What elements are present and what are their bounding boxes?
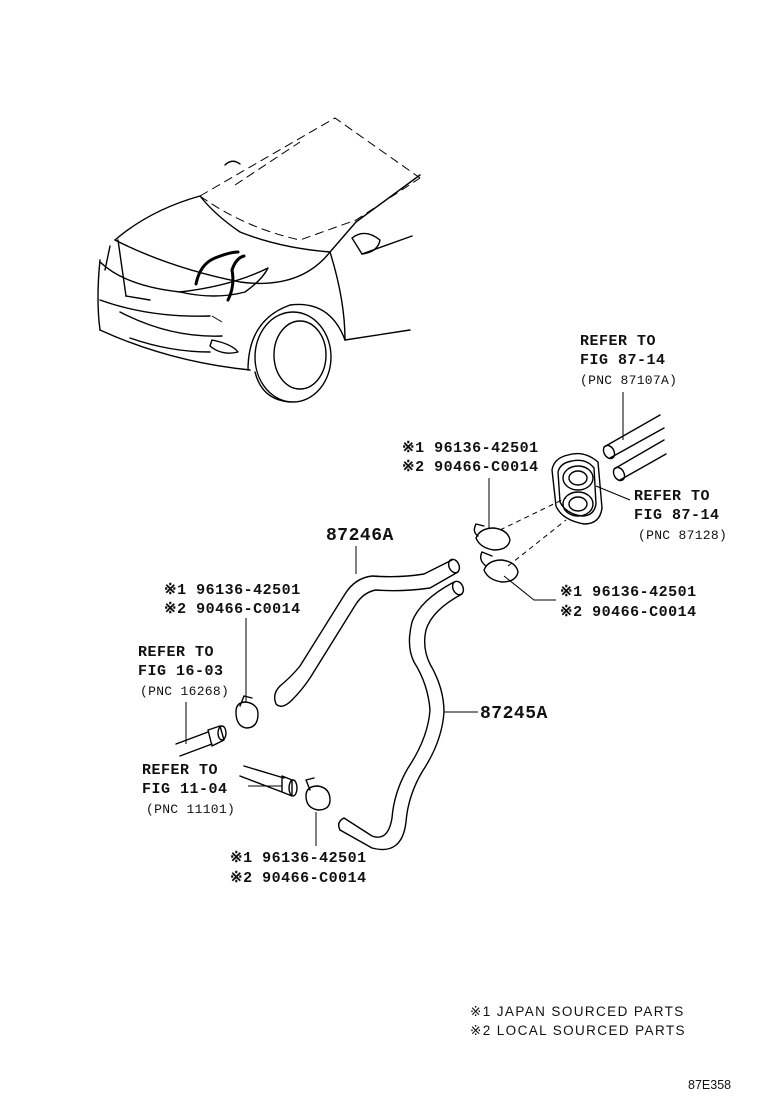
clamp-right: [479, 551, 519, 583]
car-front-illustration: [97, 117, 421, 403]
grommet: [499, 452, 603, 567]
hose-87245a: [337, 580, 465, 851]
heater-pipes-right: [602, 414, 667, 482]
legend-local-sourced: ※2 LOCAL SOURCED PARTS: [470, 1023, 686, 1038]
clamp-right-label-1: ※1 96136-42501: [560, 584, 697, 601]
clamp-top-label-1: ※1 96136-42501: [402, 440, 539, 457]
part-number-87246a: 87246A: [326, 526, 394, 546]
part-number-87245a: 87245A: [480, 704, 548, 724]
ref-fig-87-14-b-line1: REFER TO: [634, 488, 711, 505]
ref-fig-87-14-a-pnc: (PNC 87107A): [580, 373, 678, 388]
hose-87246a: [273, 558, 461, 707]
ref-fig-16-03-line1: REFER TO: [138, 644, 215, 661]
clamp-bottom-label-2: ※2 90466-C0014: [230, 870, 367, 887]
clamp-right-label-2: ※2 90466-C0014: [560, 604, 697, 621]
ref-fig-11-04-line1: REFER TO: [142, 762, 219, 779]
clamp-left-label-1: ※1 96136-42501: [164, 582, 301, 599]
leader-lines: [185, 392, 631, 846]
ref-fig-11-04-line2: FIG 11-04: [142, 781, 228, 798]
clamp-bottom: [305, 777, 331, 811]
legend-japan-sourced: ※1 JAPAN SOURCED PARTS: [470, 1004, 685, 1019]
ref-fig-87-14-a-line1: REFER TO: [580, 333, 657, 350]
ref-fig-11-04-pnc: (PNC 11101): [146, 802, 236, 817]
clamp-left: [235, 695, 259, 729]
ref-fig-87-14-a-line2: FIG 87-14: [580, 352, 666, 369]
illustration-code: 87E358: [688, 1078, 732, 1092]
clamp-left-label-2: ※2 90466-C0014: [164, 601, 301, 618]
ref-fig-87-14-b-line2: FIG 87-14: [634, 507, 720, 524]
ref-fig-16-03-pnc: (PNC 16268): [140, 684, 230, 699]
ref-fig-87-14-b-pnc: (PNC 87128): [638, 528, 728, 543]
ref-fig-16-03-line2: FIG 16-03: [138, 663, 224, 680]
pipe-fig-11-04: [239, 765, 298, 797]
clamp-bottom-label-1: ※1 96136-42501: [230, 850, 367, 867]
pipe-fig-16-03: [175, 725, 227, 757]
clamp-top-label-2: ※2 90466-C0014: [402, 459, 539, 476]
clamp-top: [473, 523, 511, 551]
